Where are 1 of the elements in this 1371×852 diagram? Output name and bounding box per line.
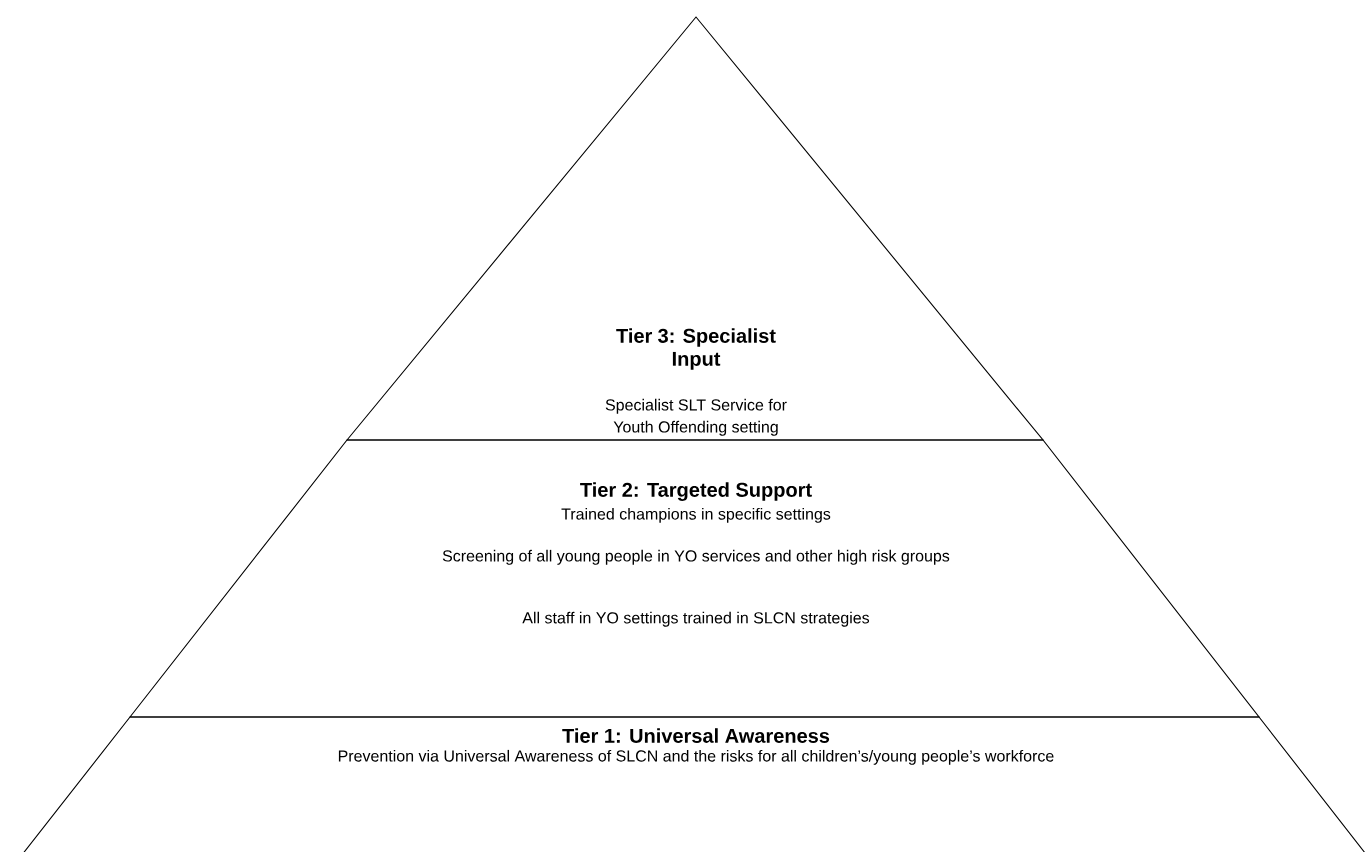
pyramid-tier: Tier 1: Universal Awareness Prevention via Universal Awareness of SLCN and the risks for all children’s/young people’s workforce bbox=[9, 716, 1371, 852]
